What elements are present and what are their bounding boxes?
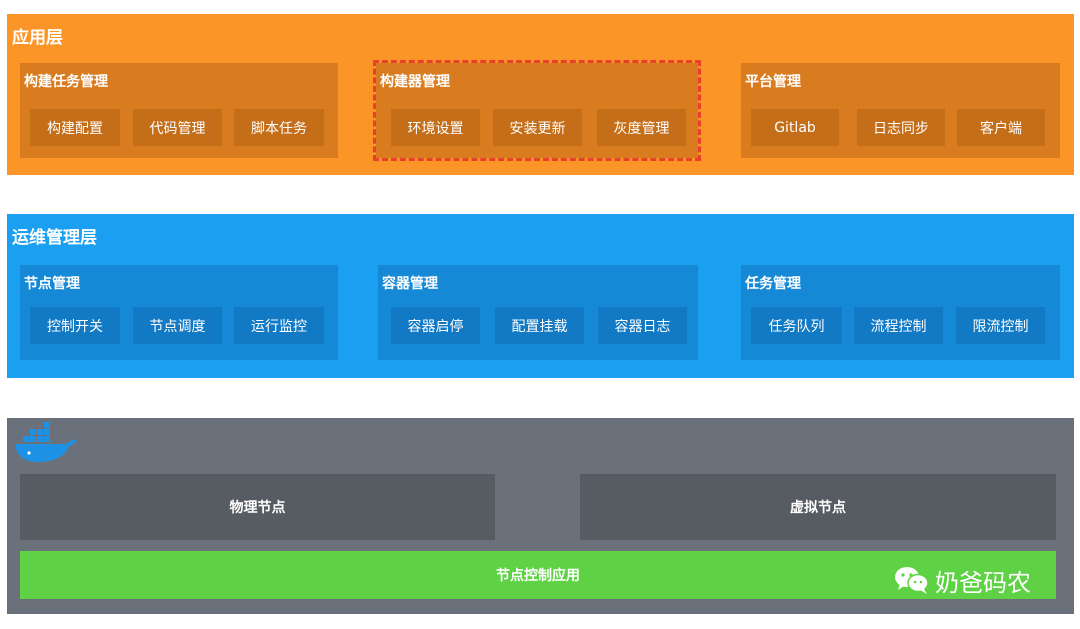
application-layer: 应用层 构建任务管理 构建配置 代码管理 脚本任务 构建器管理 环境设置 安装更…: [7, 14, 1074, 175]
item-env-settings: 环境设置: [391, 109, 480, 146]
physical-node-box: 物理节点: [20, 474, 495, 540]
docker-whale-icon: [15, 422, 77, 462]
group-title: 容器管理: [382, 276, 438, 292]
group-node-management: 节点管理 控制开关 节点调度 运行监控: [20, 265, 338, 360]
infrastructure-layer: 物理节点 虚拟节点 节点控制应用: [7, 418, 1074, 614]
item-control-switch: 控制开关: [30, 307, 120, 344]
item-build-config: 构建配置: [30, 109, 120, 146]
group-builder-management: 构建器管理 环境设置 安装更新 灰度管理: [373, 60, 701, 161]
group-title: 任务管理: [745, 276, 801, 292]
application-layer-title: 应用层: [12, 28, 63, 48]
wechat-icon: [895, 567, 929, 594]
group-title: 构建任务管理: [24, 74, 108, 90]
group-container-management: 容器管理 容器启停 配置挂载 容器日志: [378, 265, 698, 360]
group-title: 平台管理: [745, 74, 801, 90]
group-title: 构建器管理: [380, 74, 450, 90]
node-control-app-bar: 节点控制应用: [20, 551, 1056, 599]
virtual-node-box: 虚拟节点: [580, 474, 1056, 540]
item-gitlab: Gitlab: [751, 109, 839, 146]
group-task-management: 任务管理 任务队列 流程控制 限流控制: [741, 265, 1060, 360]
item-code-management: 代码管理: [133, 109, 222, 146]
item-config-mount: 配置挂载: [495, 307, 584, 344]
item-log-sync: 日志同步: [857, 109, 945, 146]
ops-layer-title: 运维管理层: [12, 228, 97, 248]
watermark-text: 奶爸码农: [935, 568, 1031, 597]
watermark: 奶爸码农: [893, 563, 1031, 597]
item-script-task: 脚本任务: [234, 109, 324, 146]
group-build-task-management: 构建任务管理 构建配置 代码管理 脚本任务: [20, 63, 338, 158]
item-flow-control: 流程控制: [854, 307, 943, 344]
group-platform-management: 平台管理 Gitlab 日志同步 客户端: [741, 63, 1060, 158]
item-runtime-monitoring: 运行监控: [234, 307, 324, 344]
group-title: 节点管理: [24, 276, 80, 292]
item-task-queue: 任务队列: [751, 307, 842, 344]
item-rate-limit: 限流控制: [956, 307, 1045, 344]
ops-management-layer: 运维管理层 节点管理 控制开关 节点调度 运行监控 容器管理 容器启停 配置挂载…: [7, 214, 1074, 378]
item-install-update: 安装更新: [493, 109, 582, 146]
item-gray-release: 灰度管理: [597, 109, 686, 146]
item-node-scheduling: 节点调度: [133, 307, 222, 344]
item-container-logs: 容器日志: [598, 307, 687, 344]
item-client: 客户端: [957, 109, 1045, 146]
item-container-start-stop: 容器启停: [391, 307, 480, 344]
